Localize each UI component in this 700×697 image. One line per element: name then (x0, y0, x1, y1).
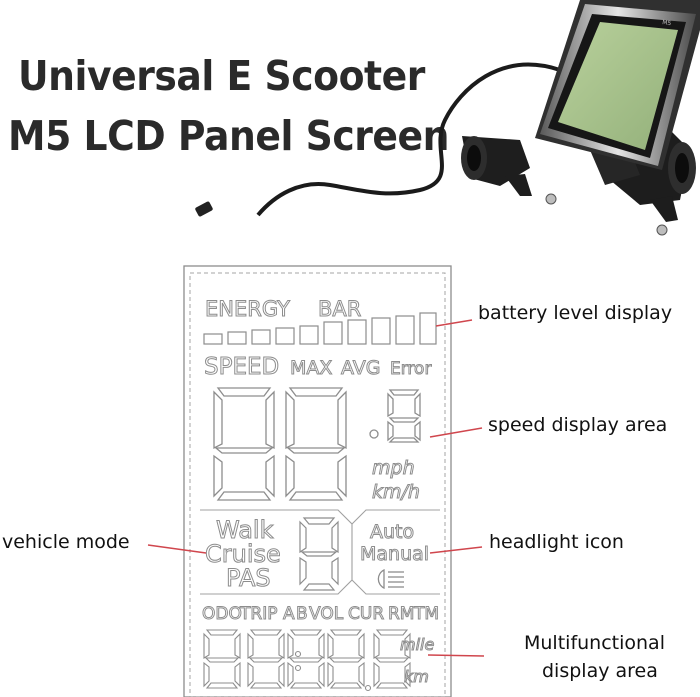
avg-label: AVG (341, 357, 381, 379)
error-label: Error (390, 359, 431, 379)
unit-mile: mile (400, 635, 434, 654)
info-vol: VOL (309, 604, 344, 624)
speed-label: SPEED (204, 354, 279, 380)
callout-battery: battery level display (478, 302, 673, 324)
battery-segments (203, 312, 437, 345)
mode-digit (299, 517, 339, 591)
unit-mph: mph (372, 457, 415, 479)
mode-cruise: Cruise (205, 540, 281, 568)
callout-headlight: headlight icon (489, 531, 624, 553)
callout-speed: speed display area (488, 414, 668, 436)
info-tm: TM (413, 604, 439, 624)
lcd-device-illustration: M5 (195, 0, 700, 236)
info-odo: ODO (202, 604, 242, 624)
info-rm: RM (388, 604, 414, 624)
callout-vehicle: vehicle mode (2, 531, 130, 553)
info-trip: TRIP (239, 604, 277, 624)
callout-display-area: display area (542, 660, 658, 682)
info-cur: CUR (348, 604, 384, 624)
unit-kmh: km/h (372, 481, 420, 503)
svg-text:M5: M5 (662, 19, 672, 27)
callout-multifunctional: Multifunctional (524, 632, 665, 654)
mode-section-frame (200, 509, 353, 595)
unit-km: km (404, 667, 429, 686)
speed-digits (213, 387, 421, 501)
mode-pas: PAS (226, 564, 271, 592)
info-a: A (283, 604, 295, 624)
max-label: MAX (290, 357, 332, 379)
info-b: B (296, 604, 308, 624)
headlight-icon (377, 568, 404, 590)
light-manual: Manual (360, 543, 429, 565)
title-line-1: Universal E Scooter (18, 52, 425, 100)
title-line-2: M5 LCD Panel Screen (8, 112, 450, 160)
light-section-frame (351, 509, 440, 595)
mode-walk: Walk (216, 516, 274, 544)
bar-label: BAR (318, 297, 361, 321)
lcd-inner-frame (189, 272, 446, 697)
energy-label: ENERGY (205, 297, 290, 321)
callout-lines (147, 319, 485, 657)
multifunction-digits (203, 629, 411, 692)
light-auto: Auto (370, 521, 414, 543)
lcd-outer-frame (183, 265, 452, 697)
